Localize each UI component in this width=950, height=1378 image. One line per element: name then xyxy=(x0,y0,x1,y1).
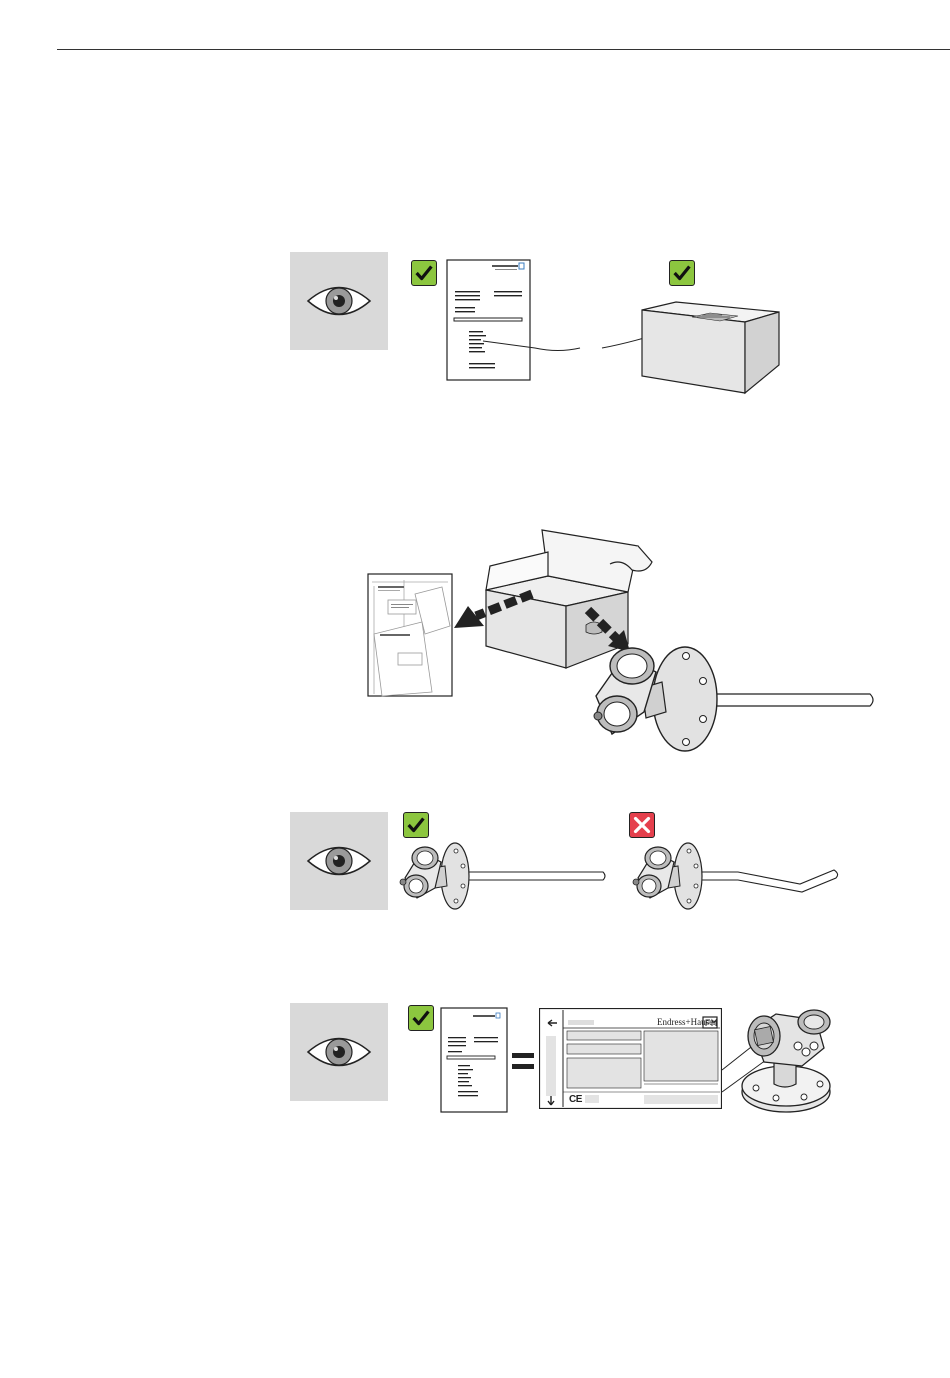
unpack-illustration xyxy=(360,522,880,762)
equals-icon xyxy=(512,1053,534,1069)
eye-icon xyxy=(290,1003,388,1101)
device-nameplate-location-illustration xyxy=(716,1000,846,1118)
nameplate-brand: Endress+Hauser xyxy=(657,1017,716,1027)
delivery-note-compare-illustration xyxy=(436,1005,546,1115)
probe-ok-illustration xyxy=(395,842,615,917)
eye-icon xyxy=(290,812,388,910)
probe-bent-illustration xyxy=(628,842,848,917)
delivery-note-and-box-illustration xyxy=(440,255,790,395)
cross-icon xyxy=(629,812,655,838)
nameplate: Endress+Hauser CE xyxy=(539,1008,722,1109)
check-icon xyxy=(403,812,429,838)
check-icon xyxy=(408,1005,434,1031)
header-rule xyxy=(57,49,950,50)
eye-icon xyxy=(290,252,388,350)
check-icon xyxy=(411,260,437,286)
ce-mark: CE xyxy=(569,1094,582,1105)
